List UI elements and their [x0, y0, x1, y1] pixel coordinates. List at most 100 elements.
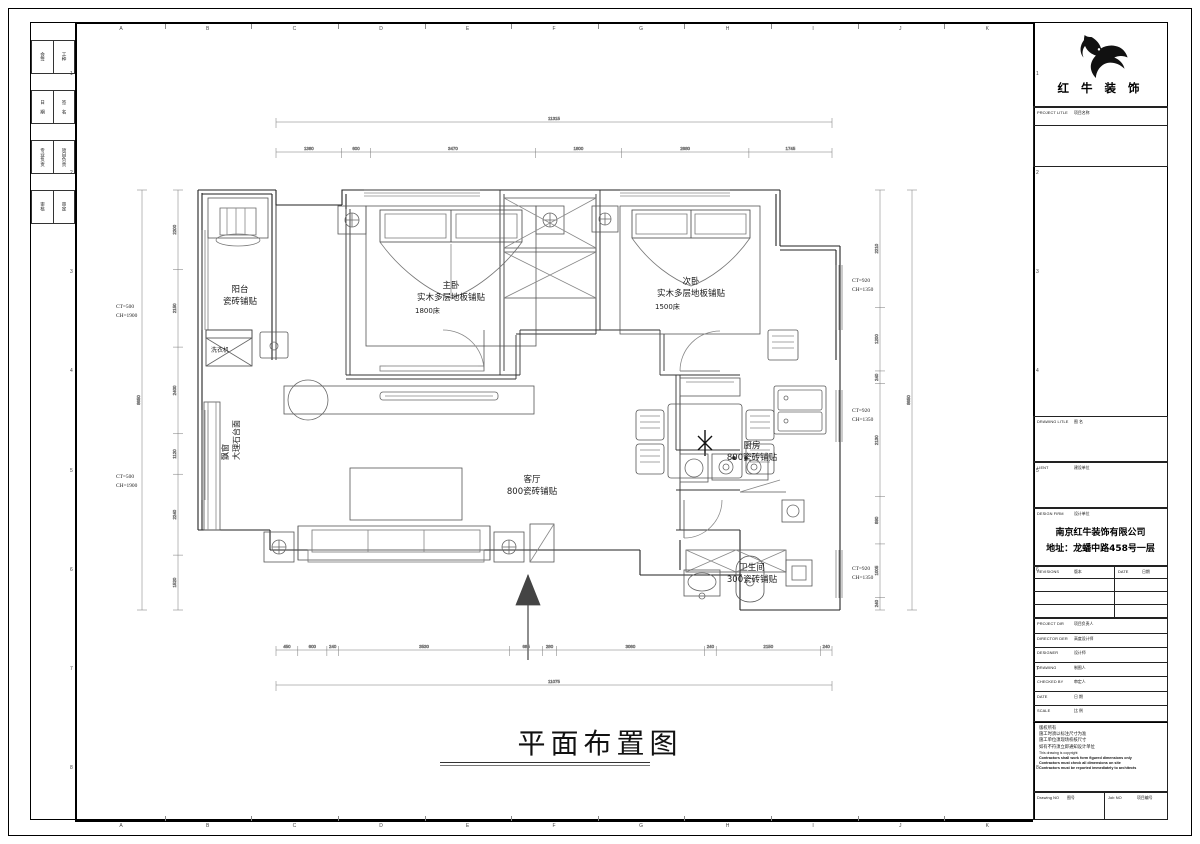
stamp-text: 审核 — [40, 202, 46, 212]
ch-value: CH=1900 — [116, 483, 138, 489]
dim-value: 1005 — [874, 565, 879, 575]
note-en: Contractors must be reported immediately… — [1039, 766, 1137, 771]
stamp-text: 签 名 — [62, 99, 68, 115]
grid-tick — [944, 816, 946, 821]
staff-designer-value: 设计师 — [1074, 650, 1086, 655]
dim-value: 3060 — [626, 644, 636, 649]
job-no-value: 项目编号 — [1137, 795, 1153, 800]
dim-value: 2200 — [172, 224, 177, 234]
stamp-cell-right: 审定 — [52, 191, 75, 223]
grid-label-h: H — [725, 823, 730, 829]
staff-project-dir-value: 项目负责人 — [1074, 621, 1094, 626]
dim-value: 280 — [546, 644, 554, 649]
interior-walls — [275, 190, 740, 531]
dim-value: 240 — [823, 644, 831, 649]
stamp-text: 日 期 — [40, 99, 46, 115]
page-title: 平面布置图 — [517, 727, 683, 760]
grid-tick — [164, 24, 166, 29]
stamp-text: 项目负责 — [62, 147, 68, 167]
ct-value: CT=500 — [116, 474, 134, 480]
grid-label-i: I — [812, 823, 815, 829]
revision-row — [1034, 605, 1167, 618]
dim-value: 685 — [522, 644, 530, 649]
dim-value: 2680 — [680, 146, 690, 151]
grid-label-5: 5 — [70, 467, 74, 474]
balcony-furniture — [205, 197, 289, 367]
note-en: Contractors shall work form figured dime… — [1039, 755, 1132, 760]
ct-value: CT=920 — [852, 566, 870, 572]
grid-label-c: C — [292, 26, 297, 32]
grid-tick — [597, 24, 599, 29]
dim-value: 240 — [329, 644, 337, 649]
revisions-date-label: DATE — [1118, 569, 1129, 574]
stamp-cell-right: 工种 — [52, 41, 75, 73]
dim-value: 2240 — [172, 509, 177, 519]
sheet-border-left-heavy — [75, 22, 77, 820]
washing-machine-label: 洗衣机 — [211, 346, 229, 354]
grid-label-b: B — [205, 823, 210, 829]
stamp-cell-left: 会签 — [32, 41, 53, 73]
room-note: 1500床 — [655, 302, 680, 311]
stamp-cell-right: 签 名 — [52, 91, 75, 123]
grid-label-7: 7 — [70, 666, 74, 673]
stamp-text: 专业负责 — [40, 147, 46, 167]
dim-value: 1380 — [304, 146, 314, 151]
living-room-furniture — [263, 379, 787, 660]
dim-value: 1120 — [172, 449, 177, 459]
grid-tick — [251, 24, 253, 29]
room-name: 厨房 — [743, 440, 760, 451]
grid-label-4: 4 — [70, 368, 74, 375]
master-bedroom-furniture — [337, 197, 597, 372]
grid-label-e: E — [465, 26, 470, 32]
staff-scale-value: 比 例 — [1074, 708, 1083, 713]
design-firm-value: 设计单位 — [1074, 511, 1090, 516]
dim-value: 3530 — [419, 644, 429, 649]
grid-label-k: K — [985, 823, 990, 829]
dim-value: 600 — [352, 146, 360, 151]
staff-director-der-label: DIRECTOR DER — [1037, 635, 1068, 641]
grid-label-7: 7 — [1036, 666, 1040, 673]
exterior-walls — [197, 189, 841, 611]
room-note: 1800床 — [415, 306, 440, 315]
dim-value: 600 — [309, 644, 317, 649]
grid-tick — [337, 816, 339, 821]
dim-total: 11075 — [548, 679, 560, 684]
drawing-title-label: DRAWING LITLE — [1037, 419, 1069, 424]
dim-value: 890 — [874, 516, 879, 524]
revision-row — [1034, 579, 1167, 592]
dim-total: 11315 — [548, 116, 560, 121]
grid-label-1: 1 — [1036, 70, 1040, 77]
title-underline-2 — [440, 765, 650, 766]
dim-value: 2130 — [874, 435, 879, 445]
dim-value: 2400 — [172, 385, 177, 395]
grid-label-j: J — [899, 823, 902, 829]
grid-label-a: A — [119, 823, 123, 829]
staff-project-dir-label: PROJECT DIR — [1037, 621, 1064, 626]
grid-label-e: E — [465, 823, 470, 829]
room-name: 卫生间 — [739, 562, 765, 573]
dim-left-overall: 8650 — [136, 189, 147, 611]
grid-tick — [597, 816, 599, 821]
bay-window-label-line1: 飘窗 — [220, 444, 230, 460]
grid-label-f: F — [552, 823, 556, 829]
firm-name: 南京红牛装饰有限公司 — [1055, 528, 1146, 538]
staff-checked-by-label: CHECKED BY — [1037, 679, 1064, 684]
room-name: 次卧 — [682, 276, 700, 287]
stamp-cell-left: 审核 — [32, 191, 53, 223]
note-cn: 施工时须以标注尺寸为准 — [1039, 732, 1087, 738]
